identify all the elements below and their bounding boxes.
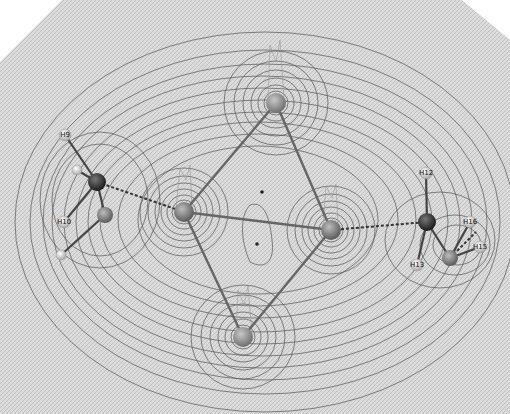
atom-label: H13 [410,261,424,269]
atom-label: H10 [57,218,71,226]
atom-label: H12 [419,169,433,177]
atom-label: H15 [473,243,487,251]
atom-label: H9 [60,131,70,139]
atom-label: H16 [463,218,477,226]
